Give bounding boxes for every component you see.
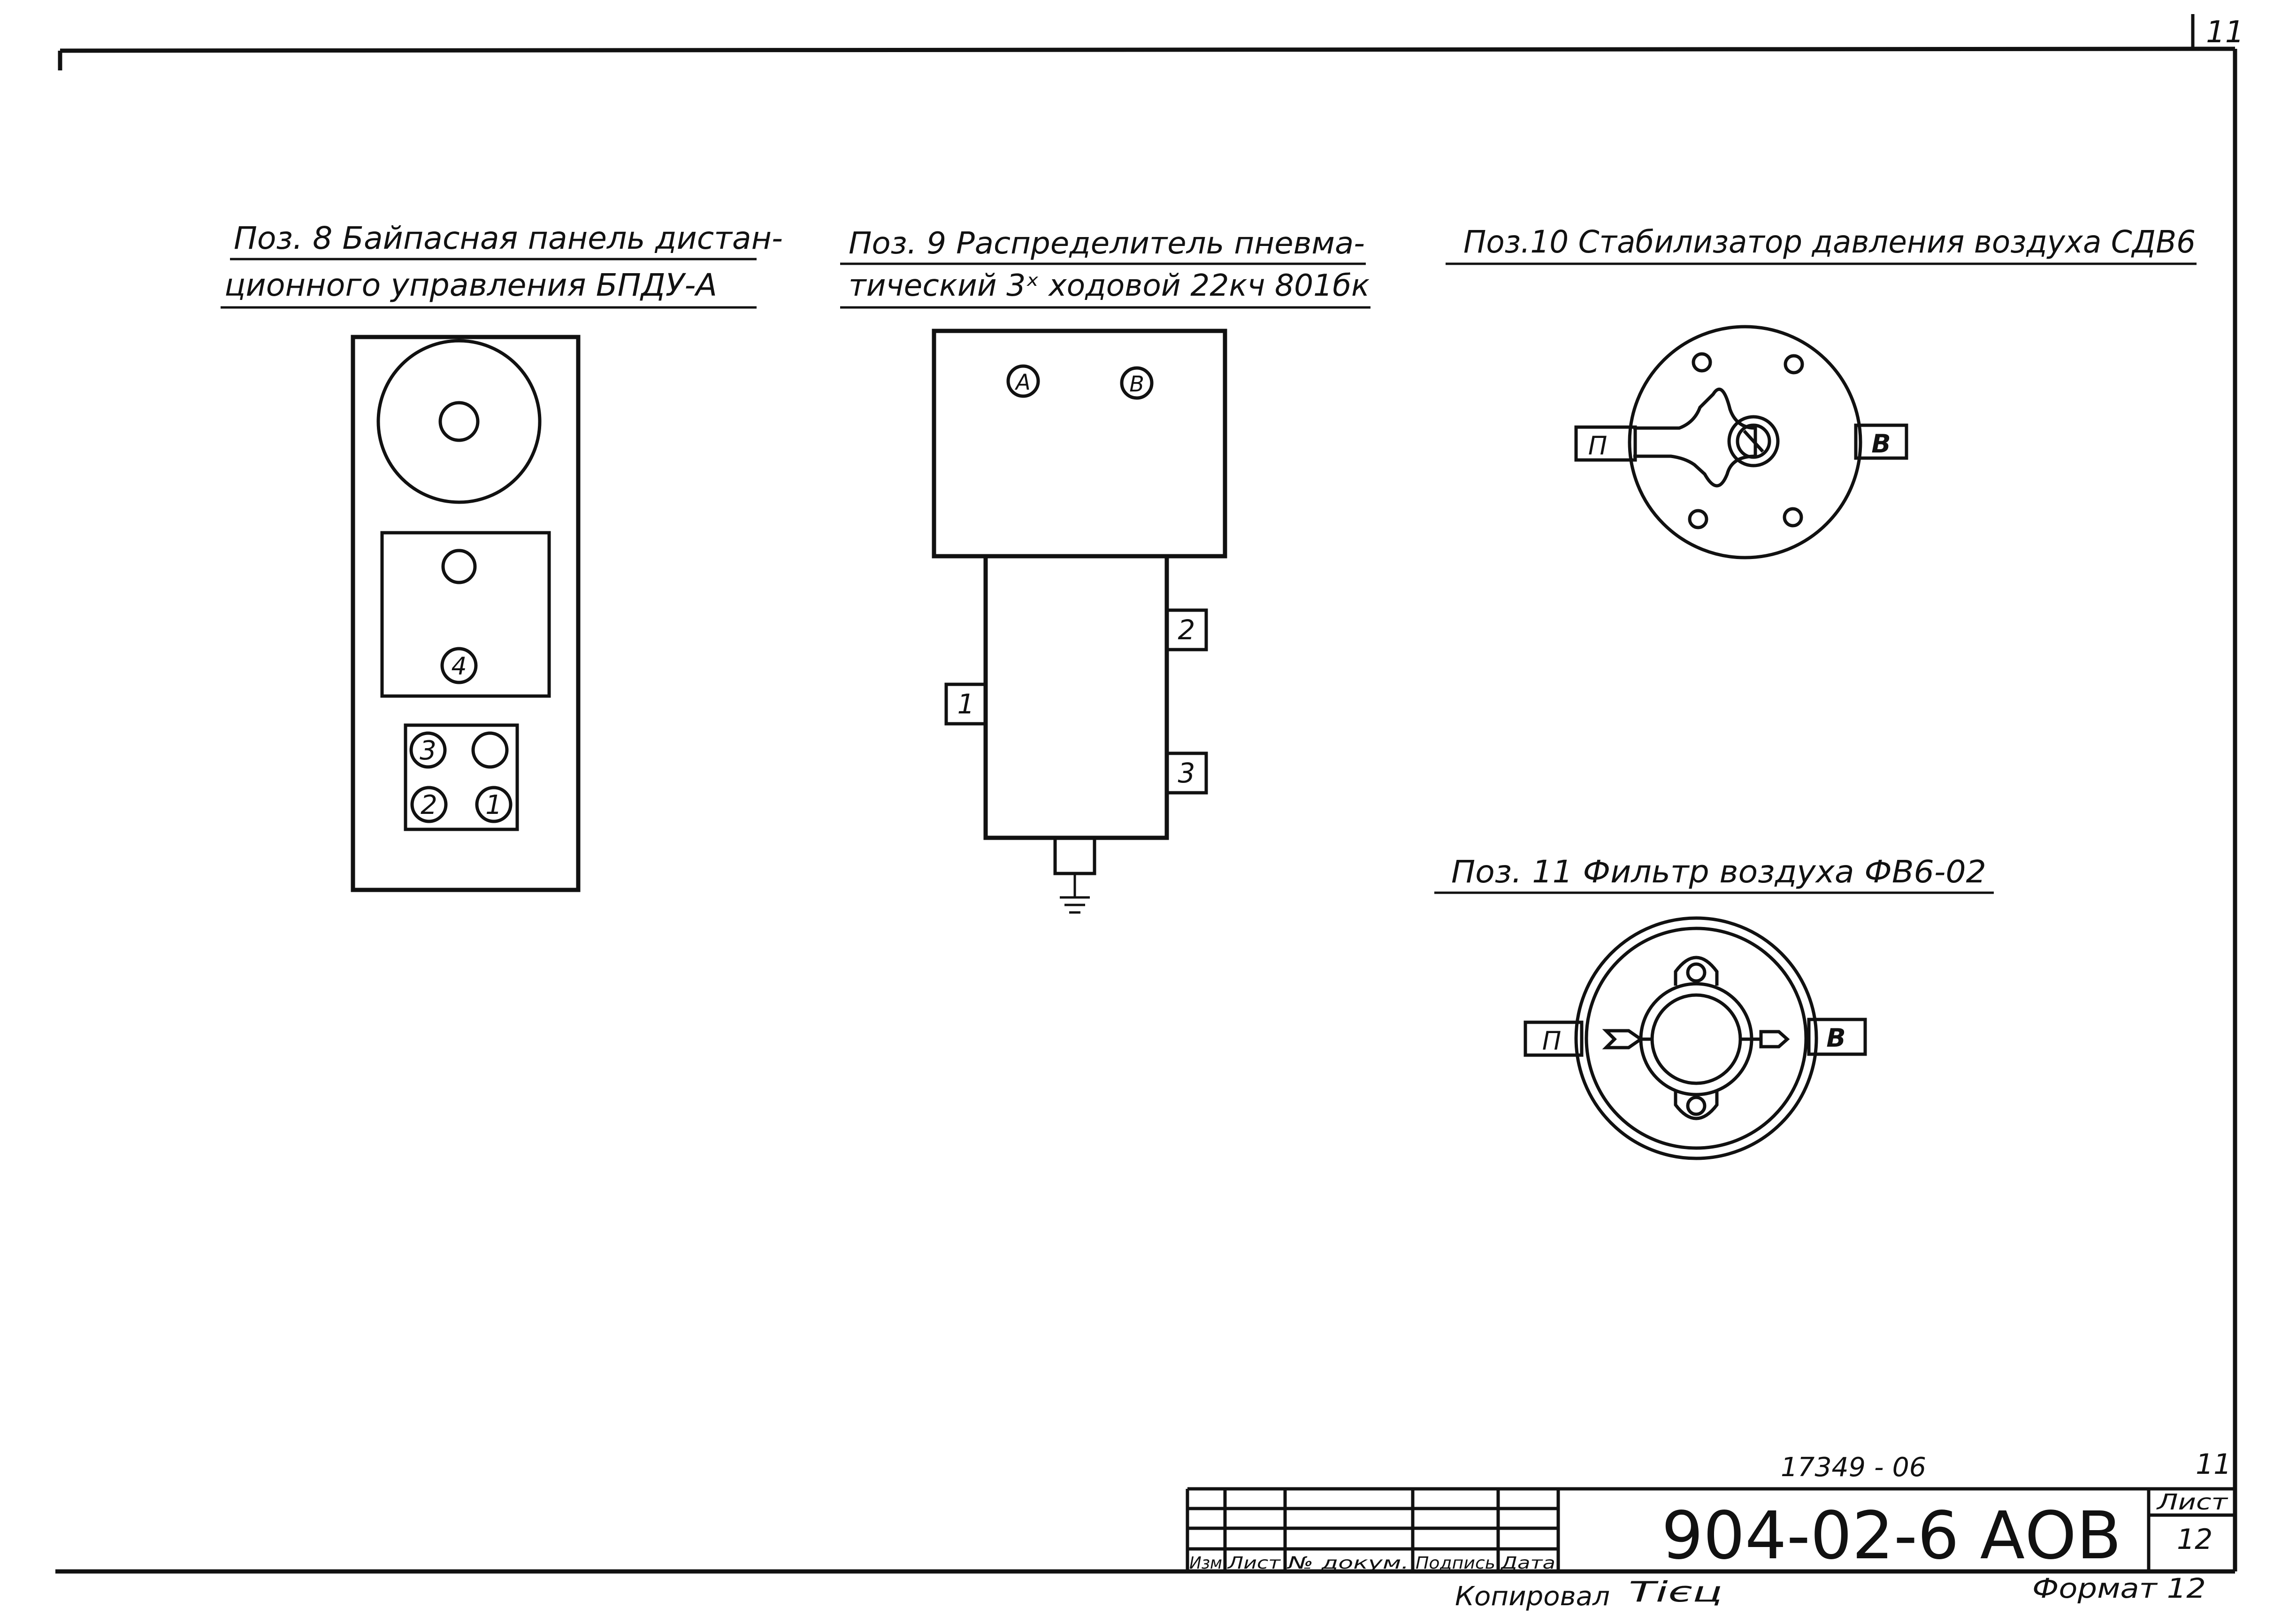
filter-outlet-box: [1807, 1018, 1867, 1056]
sheet-corner-number: 11: [2206, 15, 2244, 50]
bypass-panel-diagram: 4 3 2 1: [351, 335, 581, 892]
filter-core-outer-icon: [1639, 982, 1753, 1096]
filter-inlet-arrow-icon: [1602, 1029, 1644, 1049]
panel-middle-block: [380, 531, 551, 698]
stabilizer-outlet-label: В: [1871, 429, 1891, 459]
panel-valve-4-icon: [440, 647, 478, 684]
filter-bottom-lug: [1674, 1091, 1719, 1120]
stabilizer-inlet-label: П: [1588, 431, 1608, 460]
stabilizer-bolt-icon: [1783, 507, 1803, 528]
pos9-title: Поз. 9 Распределитель пневма- тический 3…: [840, 226, 1370, 309]
port-1-label: 1: [957, 688, 975, 720]
port-3-label: 3: [1178, 757, 1195, 789]
stabilizer-inlet-box: [1574, 425, 1637, 462]
panel-dial-icon: [376, 339, 542, 504]
col-podpis-label: Подпись: [1416, 1554, 1495, 1573]
col-data-label: Дата: [1500, 1554, 1555, 1573]
pos9-title-line1: Поз. 9 Распределитель пневма-: [849, 226, 1365, 261]
port-2-box: [1165, 608, 1208, 651]
pos10-title-text: Поз.10 Стабилизатор давления воздуха СДВ…: [1463, 224, 2196, 260]
filter-lug-hole-icon: [1686, 1095, 1707, 1116]
distributor-outlet: [1053, 836, 1096, 875]
stabilizer-outlet-box: [1854, 423, 1908, 460]
filter-outlet-label: В: [1826, 1023, 1845, 1053]
panel-valve-1-icon: [475, 786, 513, 823]
distributor-body: [983, 554, 1169, 840]
ground-icon: [1060, 873, 1090, 914]
format-label: Формат 12: [2032, 1572, 2206, 1604]
pos11-title: Поз. 11 Фильтр воздуха ФВ6-02: [1434, 854, 1994, 894]
distributor-head: [932, 329, 1227, 559]
bypass-panel-body: [351, 335, 581, 892]
panel-label-3: 3: [420, 735, 436, 766]
pos8-title-line1: Поз. 8 Байпасная панель дистан-: [234, 220, 783, 256]
document-code: 904-02-6 АОВ: [1661, 1498, 2121, 1574]
port-1-box: [944, 682, 988, 726]
col-izm-label: Изм: [1189, 1554, 1222, 1573]
sheet-frame: [55, 14, 2237, 1574]
panel-label-2: 2: [421, 790, 437, 820]
filter-top-lug: [1674, 956, 1719, 986]
pos9-title-line2: тический 3ˣ ходовой 22кч 801бк: [849, 268, 1370, 303]
pos8-title: Поз. 8 Байпасная панель дистан- ционного…: [221, 220, 783, 309]
col-dokum-label: № докум.: [1286, 1554, 1409, 1573]
filter-housing-outer-icon: [1574, 916, 1818, 1160]
pos10-title: Поз.10 Стабилизатор давления воздуха СДВ…: [1446, 224, 2197, 265]
port-b-icon: [1120, 366, 1154, 400]
filter-housing-inner-icon: [1585, 927, 1808, 1150]
pneumatic-distributor-diagram: А В 1 2 3: [932, 329, 1227, 914]
panel-valve-3-icon: [409, 731, 447, 769]
stabilizer-bolt-icon: [1784, 354, 1804, 375]
port-2-label: 2: [1178, 614, 1195, 646]
stabilizer-bolt-icon: [1692, 352, 1712, 373]
title-block: 17349 - 06 11 Изм Лист № докум. Подпись …: [1186, 1448, 2235, 1574]
filter-lug-hole-icon: [1686, 962, 1707, 983]
port-a-label: А: [1014, 369, 1030, 395]
filter-inlet-box: [1523, 1020, 1584, 1057]
sheet-top-number: 11: [2196, 1448, 2231, 1481]
filter-core-inner-icon: [1650, 993, 1742, 1085]
panel-dial-center-icon: [438, 401, 480, 442]
pos8-title-line2: ционного управления БПДУ-А: [224, 267, 717, 303]
pos11-title-text: Поз. 11 Фильтр воздуха ФВ6-02: [1451, 854, 1986, 890]
sheet-label: Лист: [2156, 1489, 2228, 1515]
panel-valve-blank-icon: [471, 731, 509, 769]
port-3-box: [1165, 751, 1208, 795]
sheet-value: 12: [2177, 1523, 2212, 1556]
stabilizer-adjuster-outer-icon: [1727, 415, 1780, 467]
stabilizer-adjuster-icon: [1736, 423, 1771, 459]
stabilizer-bolt-icon: [1688, 509, 1708, 529]
port-b-label: В: [1129, 371, 1144, 397]
stabilizer-housing-icon: [1628, 325, 1862, 559]
panel-label-1: 1: [485, 790, 502, 820]
pressure-stabilizer-diagram: П В: [1574, 325, 1908, 559]
copied-by-label: Копировал: [1455, 1581, 1610, 1612]
filter-outlet-arrow-icon: [1759, 1030, 1790, 1049]
air-filter-diagram: П В: [1523, 916, 1867, 1160]
copier-signature: Тієц: [1629, 1576, 1722, 1609]
col-list-label: Лист: [1227, 1554, 1281, 1573]
panel-valve-group: [404, 723, 519, 831]
panel-valve-2-icon: [410, 786, 448, 823]
panel-label-4: 4: [451, 652, 467, 681]
doc-number: 17349 - 06: [1781, 1452, 1926, 1483]
panel-middle-hole-icon: [441, 549, 477, 584]
filter-inlet-label: П: [1542, 1026, 1562, 1056]
port-a-icon: [1006, 364, 1040, 398]
